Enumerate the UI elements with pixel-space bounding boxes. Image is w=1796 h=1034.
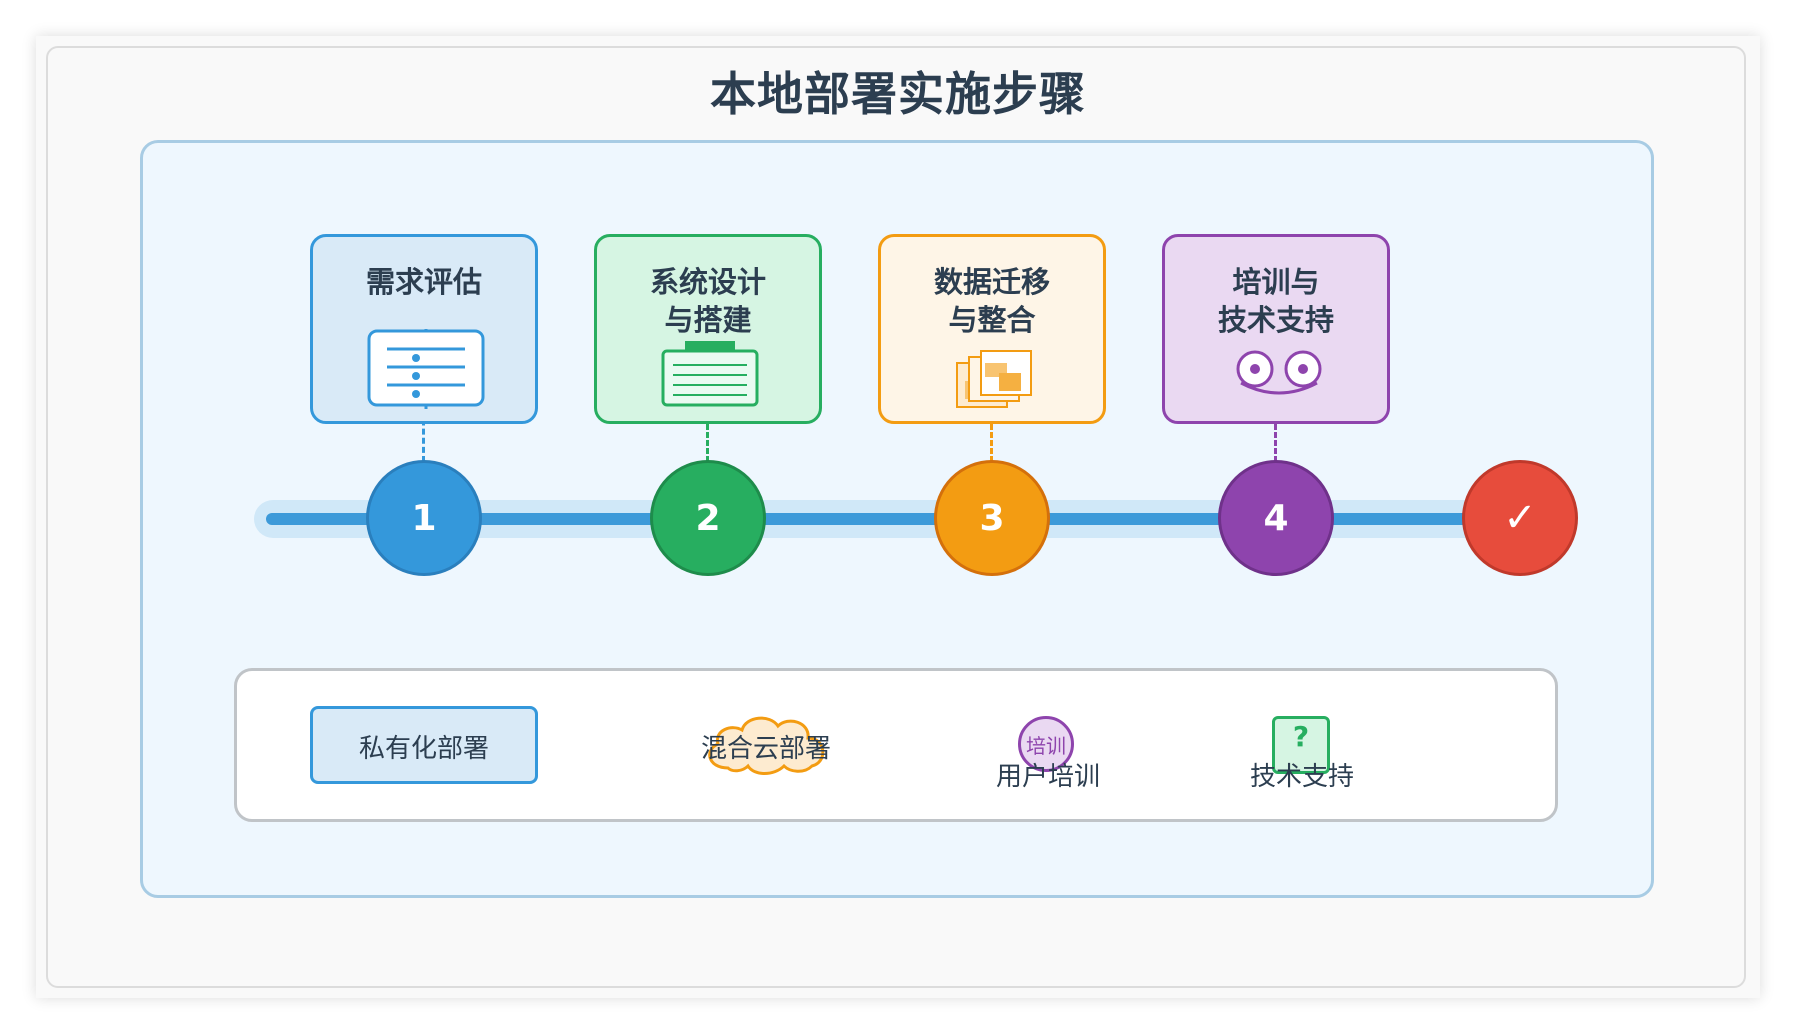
legend-private-box <box>310 706 538 784</box>
step-label-1: 需求评估 <box>365 265 482 299</box>
legend-training-label: 用户培训 <box>995 762 1100 792</box>
step-node-2: 2 <box>650 460 766 576</box>
training-badge-text: 培训 <box>1026 733 1066 758</box>
step-node-4: 4 <box>1218 460 1334 576</box>
legend-private-label: 私有化部署 <box>358 734 489 764</box>
connector-4 <box>1274 424 1277 462</box>
step-box-2: 系统设计 与搭建 <box>594 234 822 424</box>
server-board-icon <box>661 341 759 407</box>
help-badge-text: ? <box>1292 720 1310 753</box>
step-label-3: 数据迁移 与整合 <box>933 265 1050 337</box>
eyes-icon <box>1236 350 1322 395</box>
step-label-2: 系统设计 与搭建 <box>649 265 766 337</box>
legend-hybrid-label: 混合云部署 <box>700 734 831 764</box>
document-list-icon <box>367 329 485 409</box>
step-label-4: 培训与 技术支持 <box>1217 265 1334 337</box>
finish-node: ✓ <box>1462 460 1578 576</box>
connector-2 <box>706 424 709 462</box>
step-box-4: 培训与 技术支持 <box>1162 234 1390 424</box>
legend-support-label: 技术支持 <box>1249 762 1354 792</box>
step-box-1: 需求评估 <box>310 234 538 424</box>
connector-3 <box>990 424 993 462</box>
help-badge-icon: ? <box>1272 716 1330 774</box>
training-badge-icon: 培训 <box>1018 716 1074 772</box>
cloud-icon <box>708 716 825 775</box>
step-node-1: 1 <box>366 460 482 576</box>
step-box-3: 数据迁移 与整合 <box>878 234 1106 424</box>
stacked-windows-icon <box>956 350 1032 408</box>
diagram-title: 本地部署实施步骤 <box>710 67 1086 121</box>
step-node-3: 3 <box>934 460 1050 576</box>
